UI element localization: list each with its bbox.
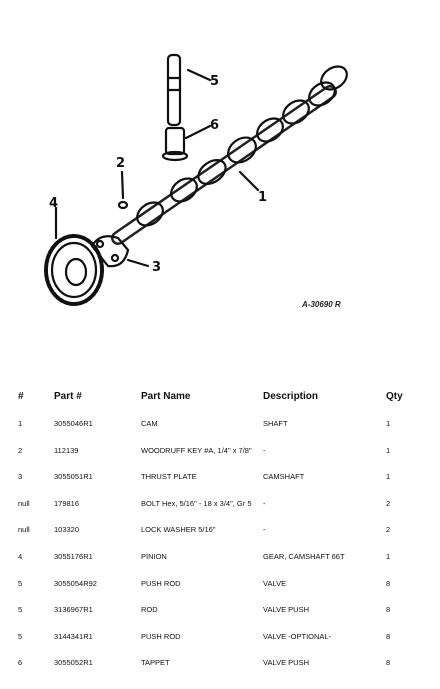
callout-4: 4 xyxy=(49,196,59,211)
cell-qty: 8 xyxy=(386,631,391,641)
table-row: 1 3055046R1 CAM SHAFT 1 xyxy=(0,412,440,439)
cell-name: CAM xyxy=(141,419,158,428)
cell-part: 3055052R1 xyxy=(54,658,93,668)
cell-part: 103320 xyxy=(54,525,80,535)
cell-num: null xyxy=(18,525,30,535)
table-row: null 179816 BOLT Hex, 5/16" - 18 x 3/4",… xyxy=(0,492,440,519)
cell-num: 4 xyxy=(18,551,23,561)
exploded-parts-diagram: 5 6 2 1 4 3 A-30690 R xyxy=(44,53,348,309)
cell-qty: 8 xyxy=(386,578,391,588)
header-qty: Qty xyxy=(386,391,403,402)
table-row: 2 112139 WOODRUFF KEY #A, 1/4" x 7/8" - … xyxy=(0,439,440,466)
cell-desc: - xyxy=(263,498,266,508)
cell-qty: 8 xyxy=(386,658,391,668)
cell-num: 5 xyxy=(18,578,23,588)
header-num: # xyxy=(18,391,24,402)
table-row: null 103320 LOCK WASHER 5/16" - 2 xyxy=(0,518,440,545)
cell-num: 5 xyxy=(18,631,23,641)
figure-id: A-30690 R xyxy=(302,300,341,309)
cell-num: 3 xyxy=(18,472,23,482)
cell-desc: - xyxy=(263,525,266,535)
cell-part: 3055054R92 xyxy=(54,578,97,588)
cell-name: TAPPET xyxy=(141,658,170,668)
cell-part: 112139 xyxy=(54,445,79,455)
cell-num: 6 xyxy=(18,658,23,668)
cell-num: 2 xyxy=(18,445,23,455)
cell-name: PUSH ROD xyxy=(141,631,181,641)
cell-desc: VALVE -OPTIONAL- xyxy=(263,631,332,641)
cell-qty: 1 xyxy=(386,419,391,428)
parts-table: # Part # Part Name Description Qty 1 305… xyxy=(0,386,440,678)
cell-name: PINION xyxy=(141,551,167,561)
callout-6: 6 xyxy=(210,118,220,133)
cell-name: LOCK WASHER 5/16" xyxy=(141,525,216,535)
cell-part: 3055046R1 xyxy=(54,419,93,428)
header-desc: Description xyxy=(263,391,319,402)
cell-desc: SHAFT xyxy=(263,419,288,428)
cell-desc: - xyxy=(263,445,266,455)
cell-qty: 1 xyxy=(386,445,391,455)
header-name: Part Name xyxy=(141,391,191,402)
table-row: 4 3055176R1 PINION GEAR, CAMSHAFT 66T 1 xyxy=(0,545,440,572)
cell-desc: VALVE xyxy=(263,578,287,588)
cell-num: 1 xyxy=(18,419,23,428)
cell-part: 3055051R1 xyxy=(54,472,93,482)
camshaft-illustration xyxy=(44,53,348,306)
cell-qty: 8 xyxy=(386,605,391,615)
callout-1: 1 xyxy=(258,190,268,205)
cell-desc: CAMSHAFT xyxy=(263,472,305,482)
cell-qty: 2 xyxy=(386,525,391,535)
table-row: 5 3144341R1 PUSH ROD VALVE -OPTIONAL- 8 xyxy=(0,625,440,652)
cell-name: WOODRUFF KEY #A, 1/4" x 7/8" xyxy=(141,445,252,455)
cell-part: 3055176R1 xyxy=(54,551,93,561)
cell-name: BOLT Hex, 5/16" - 18 x 3/4", Gr 5 xyxy=(141,498,252,508)
table-row: 6 3055052R1 TAPPET VALVE PUSH 8 xyxy=(0,651,440,678)
cell-desc: GEAR, CAMSHAFT 66T xyxy=(263,551,345,561)
callout-3: 3 xyxy=(152,260,162,275)
cell-name: PUSH ROD xyxy=(141,578,181,588)
cell-qty: 1 xyxy=(386,472,391,482)
header-part: Part # xyxy=(54,391,82,402)
callout-5: 5 xyxy=(210,74,220,89)
cell-desc: VALVE PUSH xyxy=(263,658,309,668)
cell-name: ROD xyxy=(141,605,158,615)
cell-name: THRUST PLATE xyxy=(141,472,197,482)
table-row: 5 3136967R1 ROD VALVE PUSH 8 xyxy=(0,598,440,625)
table-header: # Part # Part Name Description Qty xyxy=(0,386,440,412)
cell-part: 179816 xyxy=(54,498,80,508)
cell-desc: VALVE PUSH xyxy=(263,605,309,615)
cell-qty: 2 xyxy=(386,498,391,508)
cell-part: 3136967R1 xyxy=(54,605,93,615)
table-row: 3 3055051R1 THRUST PLATE CAMSHAFT 1 xyxy=(0,465,440,492)
cell-num: 5 xyxy=(18,605,23,615)
cell-part: 3144341R1 xyxy=(54,631,93,641)
cell-num: null xyxy=(18,498,30,508)
cell-qty: 1 xyxy=(386,551,391,561)
table-row: 5 3055054R92 PUSH ROD VALVE 8 xyxy=(0,572,440,599)
callout-2: 2 xyxy=(116,156,126,171)
